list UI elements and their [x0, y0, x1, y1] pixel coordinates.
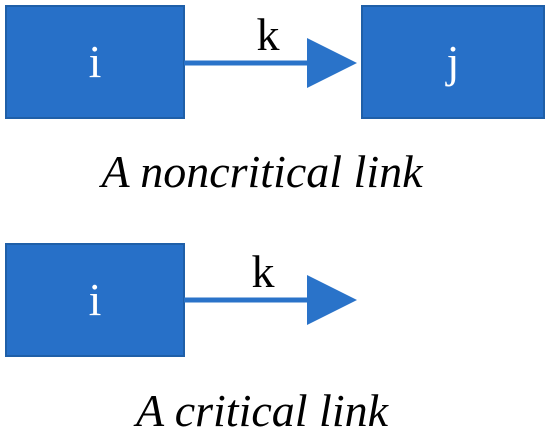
noncritical-node-j	[361, 5, 545, 119]
noncritical-node-i	[5, 5, 185, 119]
critical-node-i	[5, 243, 185, 357]
critical-link-label: k	[252, 246, 275, 297]
noncritical-link-label: k	[257, 9, 280, 60]
critical-link-group: i k A critical link	[5, 243, 390, 436]
noncritical-caption: A noncritical link	[98, 146, 424, 197]
critical-node-i-label: i	[89, 274, 102, 325]
noncritical-node-i-label: i	[89, 36, 102, 87]
noncritical-node-j-label: j	[445, 36, 460, 87]
critical-caption: A critical link	[133, 385, 390, 436]
noncritical-link-group: i k j A noncritical link	[5, 5, 545, 197]
